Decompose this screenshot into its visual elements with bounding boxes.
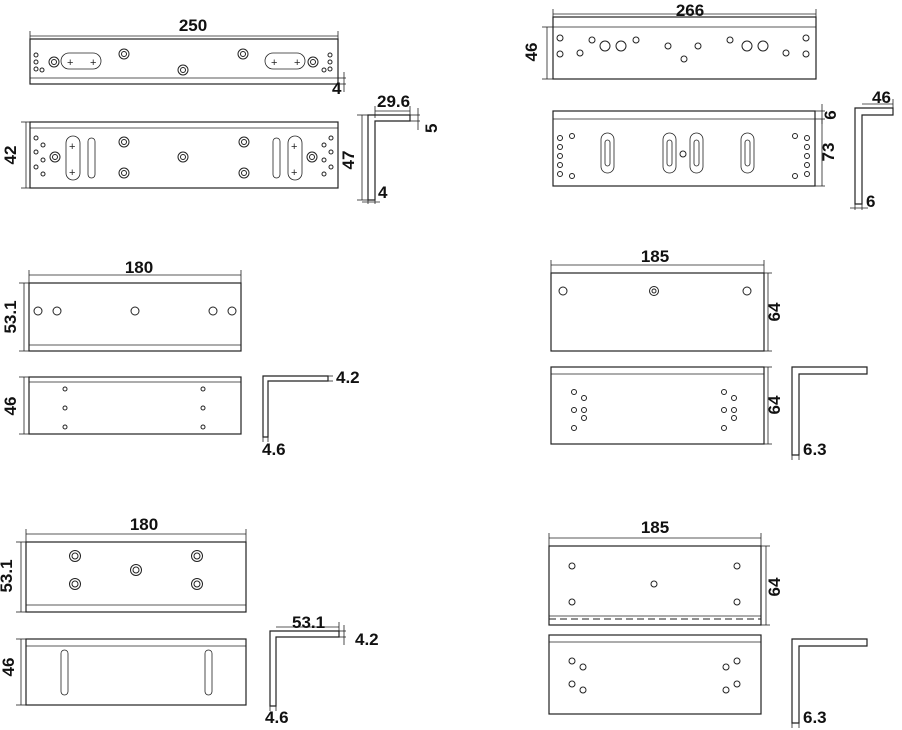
bracket-a-base-t-label: 4 <box>378 183 388 202</box>
bracket-e-height2-label: 46 <box>0 658 18 677</box>
bracket-c-profile <box>262 375 329 438</box>
bracket-d-front-plate <box>550 366 765 445</box>
bracket-b-height2-label: 73 <box>819 143 838 162</box>
bracket-d-t-label: 6.3 <box>803 440 827 459</box>
bracket-a-profile <box>367 114 411 201</box>
bracket-e-height-label: 53.1 <box>0 559 16 592</box>
slot-left <box>60 52 102 70</box>
slot-right <box>264 52 306 70</box>
svg-text:+: + <box>90 57 96 69</box>
bracket-b: 266 46 6 73 <box>522 1 894 211</box>
bracket-e-width-label: 180 <box>130 515 158 534</box>
bracket-f-t-label: 6.3 <box>803 708 827 727</box>
svg-text:+: + <box>271 57 277 69</box>
bracket-e-t2-label: 4.6 <box>265 708 289 727</box>
bracket-b-t1-label: 6 <box>821 110 840 119</box>
bracket-e-profile <box>269 630 340 707</box>
bracket-a-lip-label: 4 <box>332 79 342 98</box>
bracket-f-width-label: 185 <box>641 518 669 537</box>
bracket-a-width-label: 250 <box>179 16 207 35</box>
bracket-a-depth-label: 47 <box>339 151 358 170</box>
bracket-b-profile <box>854 107 894 205</box>
bracket-a-flange-t-label: 5 <box>422 124 441 133</box>
svg-text:+: + <box>294 57 300 69</box>
bracket-e-flange-label: 53.1 <box>292 613 325 632</box>
bracket-e-t1-label: 4.2 <box>355 630 379 649</box>
svg-text:+: + <box>291 141 297 153</box>
svg-text:+: + <box>69 141 75 153</box>
bracket-c-height-label: 53.1 <box>1 300 20 333</box>
bracket-f-height-label: 64 <box>765 577 784 596</box>
svg-text:+: + <box>291 167 297 179</box>
bracket-d-height-label: 64 <box>765 302 784 321</box>
bracket-c-t2-label: 4.6 <box>262 440 286 459</box>
bracket-a: 250 + + + + 4 42 + + + + <box>1 16 441 204</box>
bracket-f: 185 64 6.3 <box>548 518 868 728</box>
svg-text:+: + <box>67 57 73 69</box>
bracket-d-top-plate <box>550 272 765 352</box>
bracket-d-height2-label: 64 <box>765 395 784 414</box>
bracket-b-front-plate <box>552 110 816 187</box>
bracket-c: 180 53.1 46 4.2 4.6 <box>1 258 360 459</box>
bracket-e: 180 53.1 46 53.1 4.2 4.6 <box>0 515 379 727</box>
bracket-e-front-plate <box>25 638 247 706</box>
bracket-c-front-plate <box>28 376 242 435</box>
bracket-a-flange-label: 29.6 <box>377 92 410 111</box>
bracket-c-t1-label: 4.2 <box>336 368 360 387</box>
bracket-c-top-plate <box>28 282 242 352</box>
bracket-a-top-plate <box>29 38 339 85</box>
bracket-f-front-plate <box>548 634 762 715</box>
bracket-d-width-label: 185 <box>641 247 669 266</box>
svg-text:+: + <box>69 167 75 179</box>
bracket-e-top-plate <box>25 541 247 613</box>
bracket-b-flange-label: 46 <box>872 88 891 107</box>
bracket-a-height-label: 42 <box>1 146 20 165</box>
bracket-c-height2-label: 46 <box>1 397 20 416</box>
bracket-d: 185 64 64 6.3 <box>550 247 868 460</box>
bracket-c-width-label: 180 <box>125 258 153 277</box>
bracket-b-width-label: 266 <box>676 1 704 20</box>
bracket-b-height-label: 46 <box>522 43 541 62</box>
bracket-b-t2-label: 6 <box>866 192 875 211</box>
bracket-b-top-plate <box>552 16 817 80</box>
